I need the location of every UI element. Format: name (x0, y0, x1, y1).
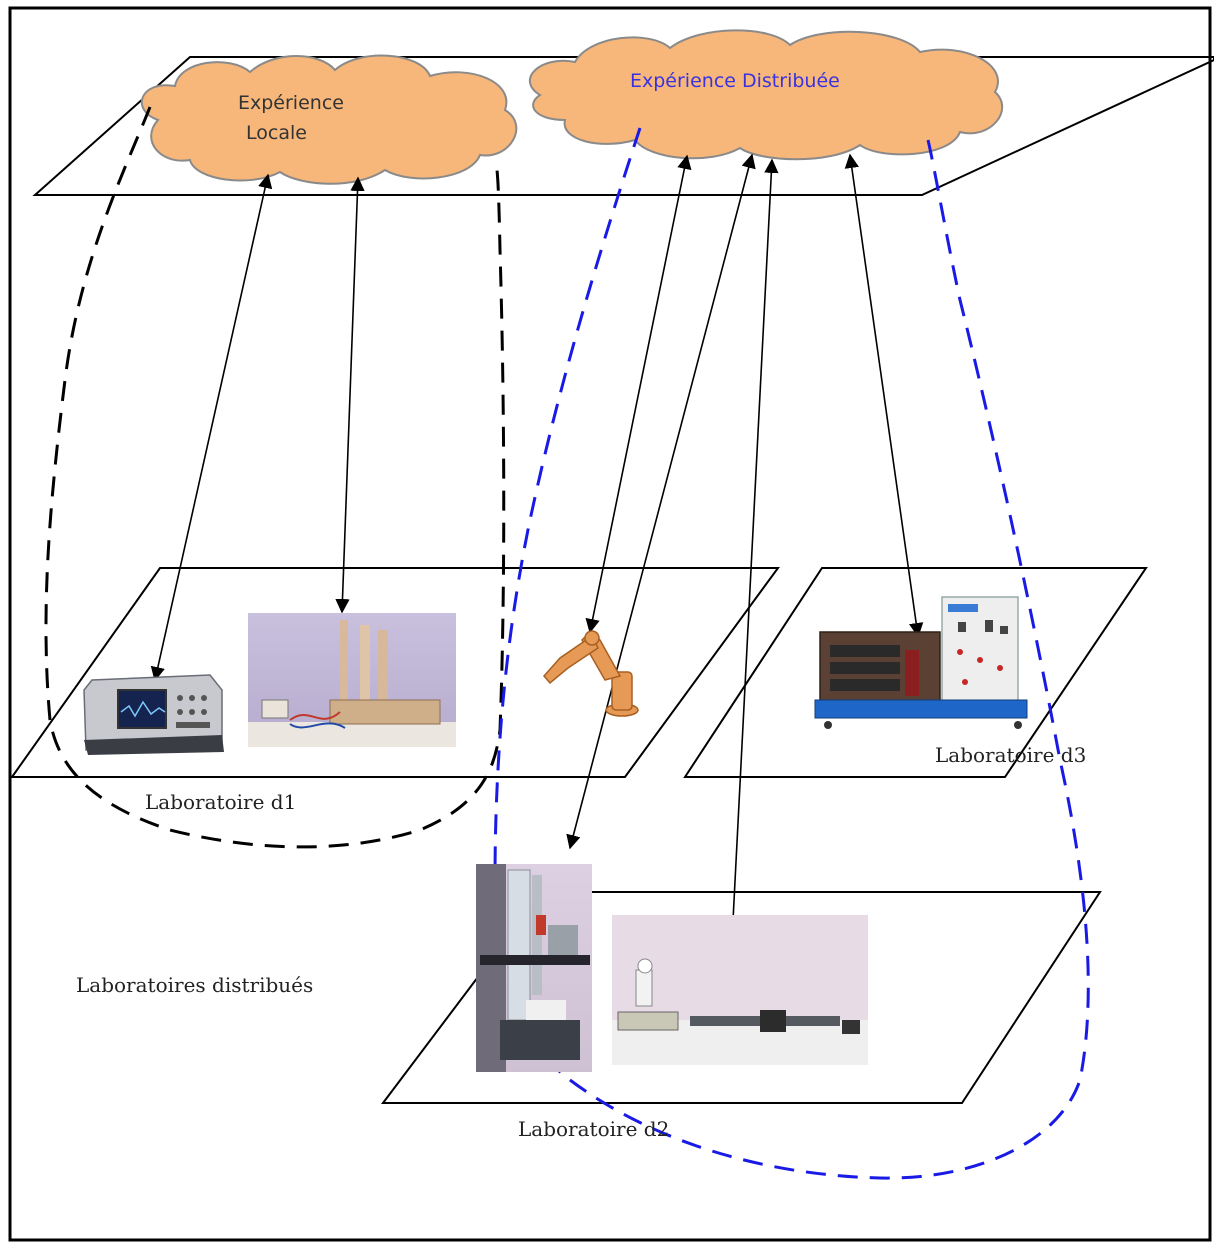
arrow-distributed-water-column (566, 153, 756, 850)
data-link-arrows (150, 153, 924, 942)
cloud-local-label-line2: Locale (246, 122, 307, 142)
motor-bench-photo (814, 596, 1028, 729)
process-rig-photo (248, 613, 456, 747)
cloud-local-label-line1: Expérience (238, 92, 344, 114)
arrow-distributed-motor-bench (844, 153, 924, 638)
cloud-distributed-label: Expérience Distribuée (630, 70, 840, 92)
outer-frame (8, 6, 1212, 1242)
oscilloscope-photo (83, 674, 224, 755)
cloud-distributed-experience (528, 29, 1003, 161)
local-experience-dashed-loop (44, 106, 506, 849)
arrow-distributed-robot (585, 154, 692, 634)
lab2-label: Laboratoire d2 (518, 1117, 670, 1141)
distributed-labs-label: Laboratoires distribués (76, 973, 314, 997)
lab1-label: Laboratoire d1 (145, 790, 297, 814)
robot-arm-photo (543, 630, 639, 717)
arrow-distributed-linear-axis (725, 158, 779, 942)
cloud-local-experience (140, 54, 518, 185)
arrow-local-process-rig (335, 176, 365, 614)
water-column-photo (476, 864, 592, 1072)
distributed-experience-dashed-loop (493, 127, 1090, 1180)
linear-axis-photo (612, 915, 868, 1065)
arrow-local-oscilloscope (150, 173, 273, 682)
lab3-label: Laboratoire d3 (935, 743, 1087, 767)
